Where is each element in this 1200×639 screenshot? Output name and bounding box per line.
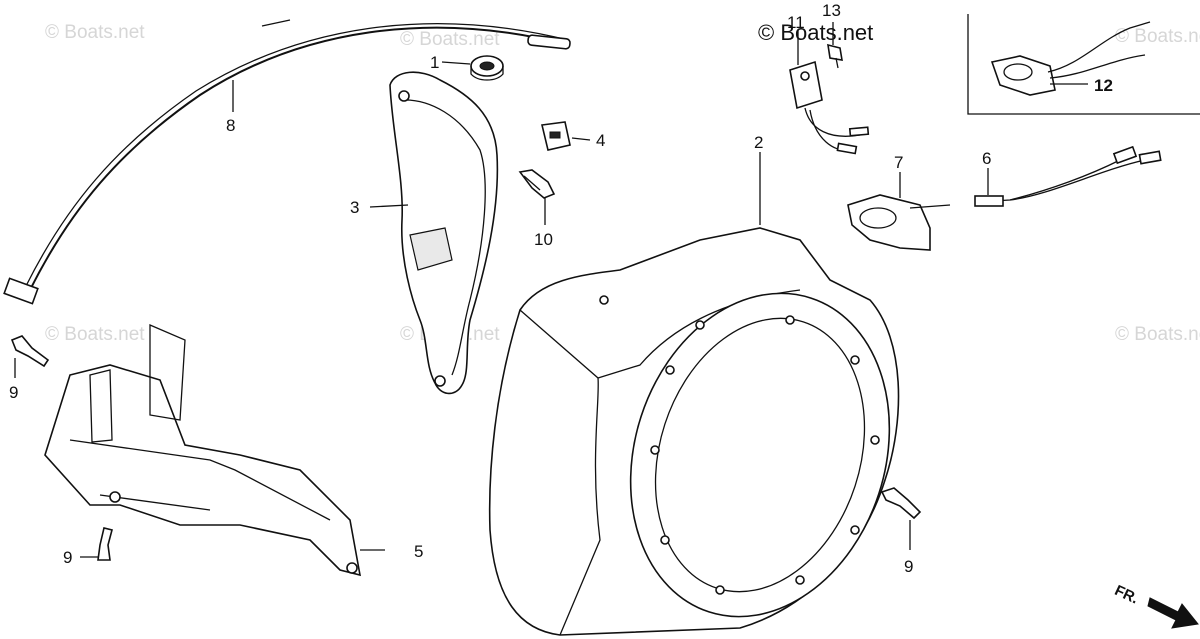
bracket-part-5: [44, 324, 362, 577]
fan-cover-part-2: [488, 227, 900, 636]
bolt-part-10: [518, 169, 556, 199]
sensor-part-12: [990, 21, 1151, 96]
grommet-part-1: [470, 55, 504, 81]
label-part-9-right: 9: [904, 557, 913, 576]
front-arrow-icon: [1147, 597, 1199, 629]
label-part-3: 3: [350, 198, 359, 217]
front-direction-indicator: FR.: [1112, 582, 1199, 629]
switch-part-11: [789, 60, 870, 155]
label-part-13: 13: [822, 1, 841, 20]
label-part-1: 1: [430, 53, 439, 72]
label-part-7: 7: [894, 153, 903, 172]
wire-part-6: [974, 145, 1162, 207]
label-part-5: 5: [414, 542, 423, 561]
label-part-11: 11: [787, 13, 805, 32]
label-part-12: 12: [1094, 76, 1113, 95]
brand-watermark: © Boats.net: [758, 20, 873, 45]
watermark-text: © Boats.net: [1115, 324, 1200, 345]
watermark-text: © Boats.net: [45, 324, 145, 345]
label-part-2: 2: [754, 133, 763, 152]
bolt-part-9-left: [10, 335, 50, 368]
label-part-4: 4: [596, 131, 605, 150]
label-part-9-bottom: 9: [63, 548, 72, 567]
label-part-8: 8: [226, 116, 235, 135]
cable-part-8: [3, 19, 571, 305]
watermark-text: © Boats.net: [1115, 26, 1200, 47]
bolt-part-9-right: [880, 487, 922, 520]
clip-part-4: [541, 121, 571, 151]
watermark-text: © Boats.net: [45, 22, 145, 43]
shroud-plate-part-3: [389, 71, 499, 395]
label-part-9-left: 9: [9, 383, 18, 402]
label-part-6: 6: [982, 149, 991, 168]
inset-frame: [967, 14, 1200, 115]
front-label: FR.: [1112, 582, 1141, 608]
label-part-10: 10: [534, 230, 553, 249]
bolt-part-13: [827, 43, 843, 69]
watermark-text: © Boats.net: [400, 29, 500, 50]
leader-lines: [14, 22, 1088, 558]
bolt-part-9-bottom: [97, 527, 113, 561]
sensor-part-7: [847, 194, 951, 251]
